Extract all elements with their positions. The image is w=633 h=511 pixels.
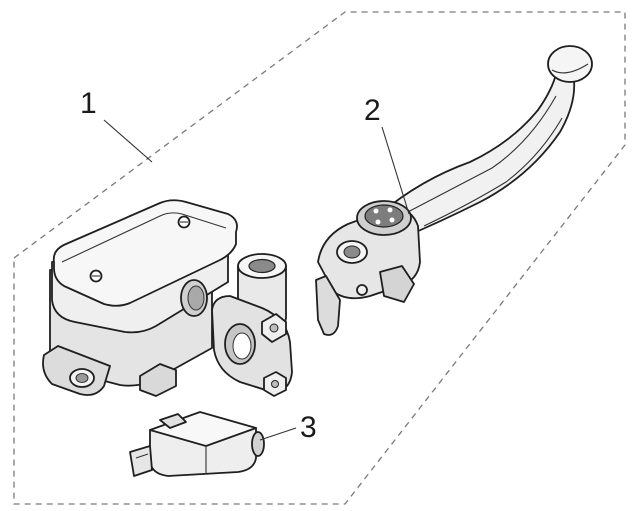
- callout-leader-2: [381, 126, 410, 215]
- callout-leader-1: [103, 119, 153, 163]
- brake-light-switch[interactable]: [129, 411, 265, 477]
- assembly-boundary: [13, 11, 626, 505]
- callout-label-2: 2: [364, 94, 381, 127]
- callout-leader-3: [259, 427, 297, 441]
- callout-label-3: 3: [300, 411, 317, 444]
- brake-lever[interactable]: [315, 45, 593, 336]
- callout-label-1: 1: [80, 87, 97, 120]
- master-cylinder[interactable]: [42, 199, 293, 397]
